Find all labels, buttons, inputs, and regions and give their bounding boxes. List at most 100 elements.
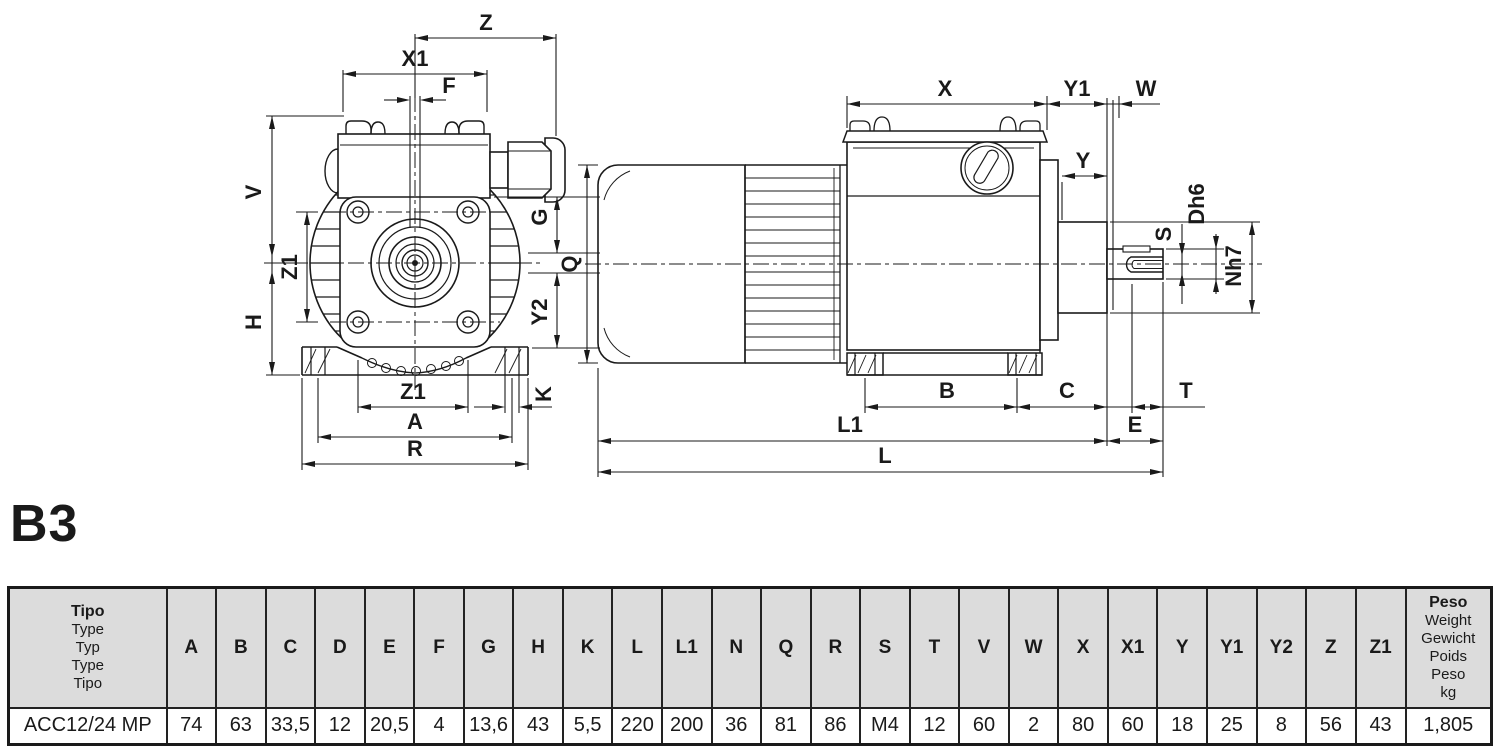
col-header-l1: L1 (660, 586, 713, 709)
front-centerlines (292, 96, 543, 390)
col-header-k: K (561, 586, 614, 709)
output-shaft (1106, 245, 1164, 280)
housing-cover (841, 116, 1049, 143)
col-header-x: X (1057, 586, 1109, 709)
col-header-r: R (809, 586, 862, 709)
dimension-lines (264, 34, 1260, 477)
dim-label-z1-horizontal: Z1 (400, 379, 426, 404)
col-header-s: S (859, 586, 911, 709)
value-l1: 200 (660, 706, 713, 746)
side-view (585, 116, 1262, 376)
side-feet (846, 340, 1043, 376)
front-view (292, 96, 566, 390)
dim-label-dh6: Dh6 (1184, 183, 1209, 225)
dim-label-v: V (241, 184, 266, 199)
dim-label-z1-vertical: Z1 (277, 254, 302, 280)
value-l: 220 (611, 706, 663, 746)
technical-drawing: Z X1 F V H Z1 G Y2 Q K Z1 A R X Y1 W Y D… (241, 10, 1262, 477)
dim-label-l1: L1 (837, 412, 863, 437)
mounting-base (301, 346, 529, 376)
dim-label-r: R (407, 436, 423, 461)
col-header-d: D (314, 586, 366, 709)
value-s: M4 (859, 706, 911, 746)
col-header-l: L (611, 586, 663, 709)
mounting-position-heading: B3 (10, 495, 79, 553)
value-x1: 60 (1106, 706, 1159, 746)
table-data-row: ACC12/24 MP 74 63 33,5 12 20,5 4 13,6 43… (7, 706, 1493, 746)
col-header-y: Y (1156, 586, 1208, 709)
col-header-v: V (958, 586, 1010, 709)
dim-label-t: T (1179, 378, 1193, 403)
value-n: 36 (710, 706, 763, 746)
dim-label-a: A (407, 409, 423, 434)
dim-label-s: S (1151, 227, 1176, 242)
type-header-main: Tipo (71, 603, 105, 621)
value-q: 81 (760, 706, 812, 746)
dim-label-w: W (1136, 76, 1157, 101)
col-header-x1: X1 (1106, 586, 1159, 709)
col-header-c: C (264, 586, 317, 709)
col-header-a: A (165, 586, 218, 709)
col-header-b: B (215, 586, 267, 709)
dim-label-c: C (1059, 378, 1075, 403)
dim-label-nh7: Nh7 (1221, 245, 1246, 287)
oil-plug (960, 141, 1014, 195)
col-header-q: Q (760, 586, 812, 709)
value-h: 43 (512, 706, 564, 746)
dim-label-f: F (442, 73, 455, 98)
dim-label-y: Y (1076, 148, 1091, 173)
dim-label-y2: Y2 (527, 299, 552, 326)
dim-label-k: K (531, 386, 556, 402)
type-column-header: Tipo Type Typ Type Tipo (7, 586, 168, 709)
dim-label-y1: Y1 (1064, 76, 1091, 101)
value-v: 60 (958, 706, 1010, 746)
dim-label-x1: X1 (402, 46, 429, 71)
cable-gland (489, 137, 566, 203)
col-header-w: W (1007, 586, 1060, 709)
value-f: 4 (413, 706, 465, 746)
value-w: 2 (1007, 706, 1060, 746)
shaft-boss (1057, 221, 1108, 314)
weight-column-header: Peso Weight Gewicht Poids Peso kg (1404, 586, 1493, 709)
value-r: 86 (809, 706, 862, 746)
value-k: 5,5 (561, 706, 614, 746)
terminal-box (324, 120, 491, 199)
type-header-translations: Type Typ Type Tipo (71, 621, 105, 693)
value-weight: 1,805 (1404, 706, 1493, 746)
dim-label-q: Q (557, 255, 582, 272)
dim-label-g: G (527, 208, 552, 225)
value-z1: 43 (1354, 706, 1407, 746)
table-header-row: Tipo Type Typ Type Tipo A B C D E F G H … (7, 586, 1493, 709)
weight-header-main: Peso (1429, 594, 1468, 612)
value-b: 63 (215, 706, 267, 746)
dim-label-b: B (939, 378, 955, 403)
col-header-t: T (908, 586, 961, 709)
value-t: 12 (908, 706, 961, 746)
dim-label-z: Z (479, 10, 492, 35)
value-y: 18 (1156, 706, 1208, 746)
value-c: 33,5 (264, 706, 317, 746)
dimension-table: Tipo Type Typ Type Tipo A B C D E F G H … (7, 586, 1493, 746)
col-header-z: Z (1305, 586, 1357, 709)
weight-header-translations: Weight Gewicht Poids Peso kg (1421, 612, 1476, 702)
value-y1: 25 (1205, 706, 1258, 746)
value-e: 20,5 (363, 706, 416, 746)
dim-label-h: H (241, 314, 266, 330)
dimension-labels: Z X1 F V H Z1 G Y2 Q K Z1 A R X Y1 W Y D… (241, 10, 1246, 468)
value-z: 56 (1305, 706, 1357, 746)
col-header-h: H (512, 586, 564, 709)
dim-label-e: E (1128, 412, 1143, 437)
dim-label-x: X (938, 76, 953, 101)
col-header-z1: Z1 (1354, 586, 1407, 709)
col-header-e: E (363, 586, 416, 709)
flange-plate (1039, 159, 1059, 341)
value-a: 74 (165, 706, 218, 746)
col-header-g: G (462, 586, 515, 709)
value-y2: 8 (1255, 706, 1308, 746)
dim-label-l: L (878, 443, 891, 468)
gearmotor-type-cell: ACC12/24 MP (7, 706, 168, 746)
col-header-y2: Y2 (1255, 586, 1308, 709)
col-header-n: N (710, 586, 763, 709)
value-x: 80 (1057, 706, 1109, 746)
value-d: 12 (314, 706, 366, 746)
